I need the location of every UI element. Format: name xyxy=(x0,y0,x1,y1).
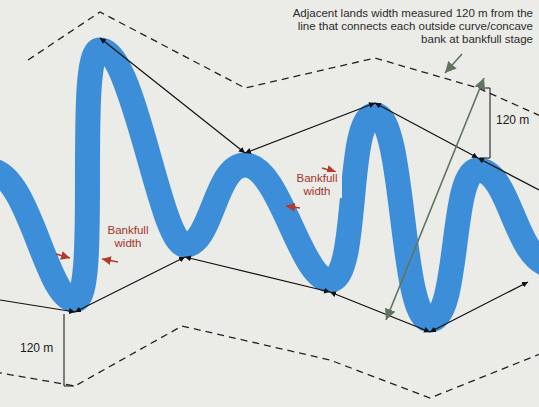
bank-line xyxy=(330,292,430,332)
bankfull-arrow xyxy=(102,259,118,262)
bankfull-arrow xyxy=(286,206,300,208)
bankfull-label: Bankfull width xyxy=(103,224,153,250)
bankfull-label: Bankfull width xyxy=(292,172,342,198)
bankfull-arrow xyxy=(56,254,70,258)
leader-arrow xyxy=(445,54,462,73)
callout-note: Adjacent lands width measured 120 m from… xyxy=(285,7,533,47)
river-channel xyxy=(0,50,539,320)
bank-lines xyxy=(0,38,539,332)
bank-line xyxy=(430,282,528,332)
dimension-bracket xyxy=(480,88,490,158)
bank-line xyxy=(75,257,185,312)
dimension-bracket xyxy=(64,88,490,386)
dimension-bracket xyxy=(64,314,74,386)
bank-line xyxy=(185,257,330,292)
width-arrow xyxy=(386,78,484,320)
bank-line xyxy=(478,158,539,190)
bank-line xyxy=(245,103,375,153)
dimension-label: 120 m xyxy=(496,114,529,128)
bank-line xyxy=(0,300,75,312)
dashed-boundary xyxy=(0,326,539,398)
dimension-label: 120 m xyxy=(20,342,53,356)
bank-line xyxy=(100,38,245,153)
